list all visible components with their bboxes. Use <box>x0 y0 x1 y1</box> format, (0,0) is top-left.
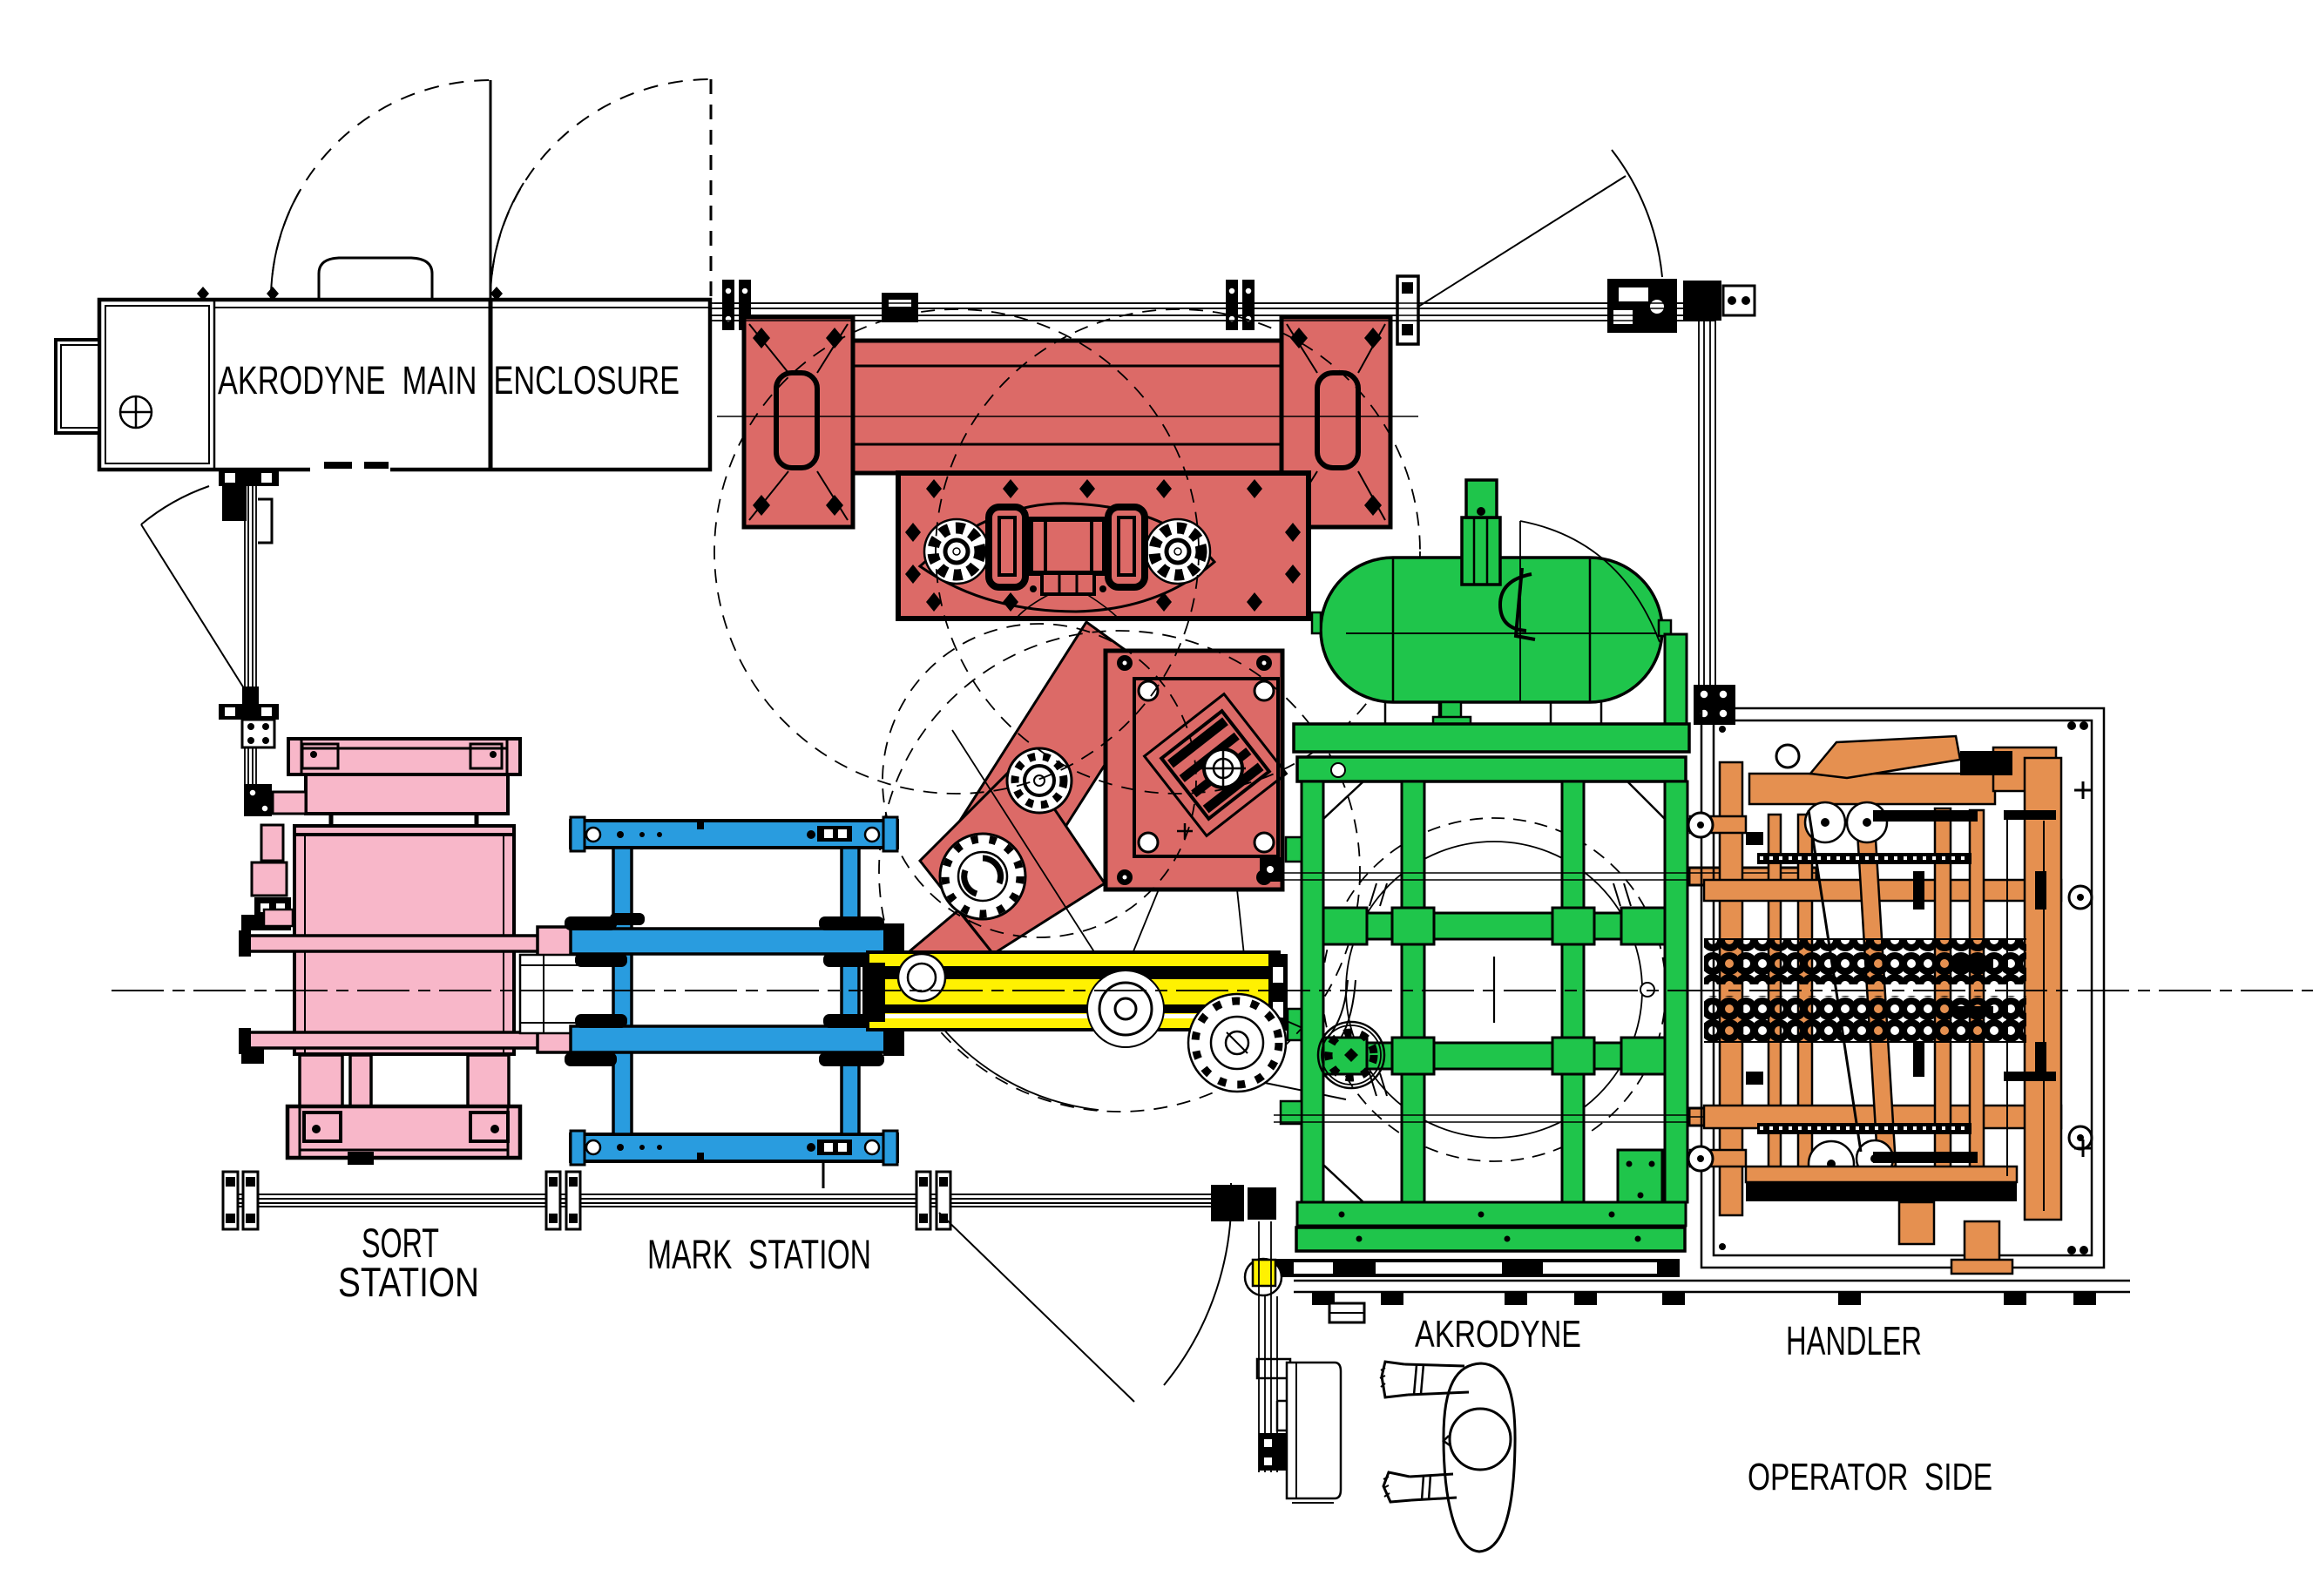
svg-text:OPERATOR SIDE: OPERATOR SIDE <box>1748 1456 1992 1498</box>
svg-text:STATION: STATION <box>338 1259 479 1305</box>
svg-text:AKRODYNE MAIN ENCLOSURE: AKRODYNE MAIN ENCLOSURE <box>218 358 680 402</box>
svg-text:HANDLER: HANDLER <box>1786 1318 1922 1363</box>
svg-text:MARK STATION: MARK STATION <box>647 1231 871 1277</box>
svg-text:SORT: SORT <box>362 1220 439 1266</box>
svg-text:AKRODYNE: AKRODYNE <box>1415 1313 1581 1356</box>
